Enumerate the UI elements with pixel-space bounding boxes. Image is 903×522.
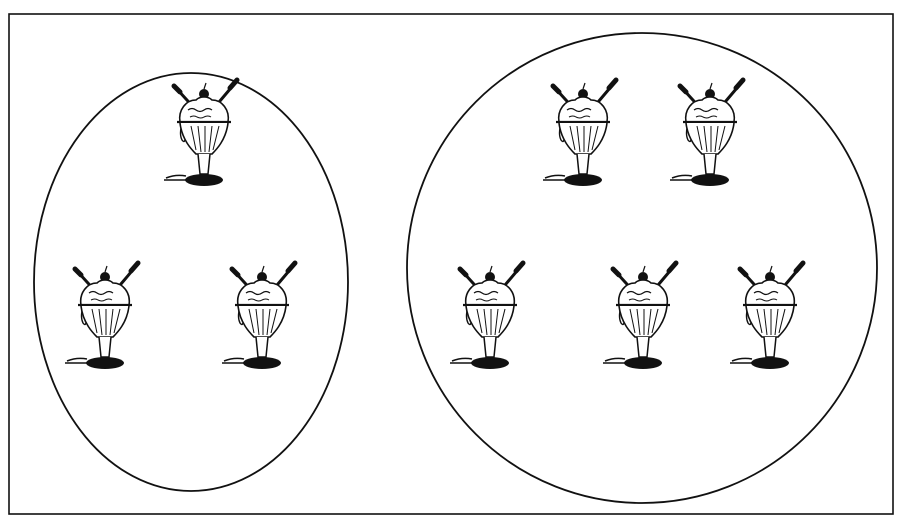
outer-frame (9, 14, 893, 514)
